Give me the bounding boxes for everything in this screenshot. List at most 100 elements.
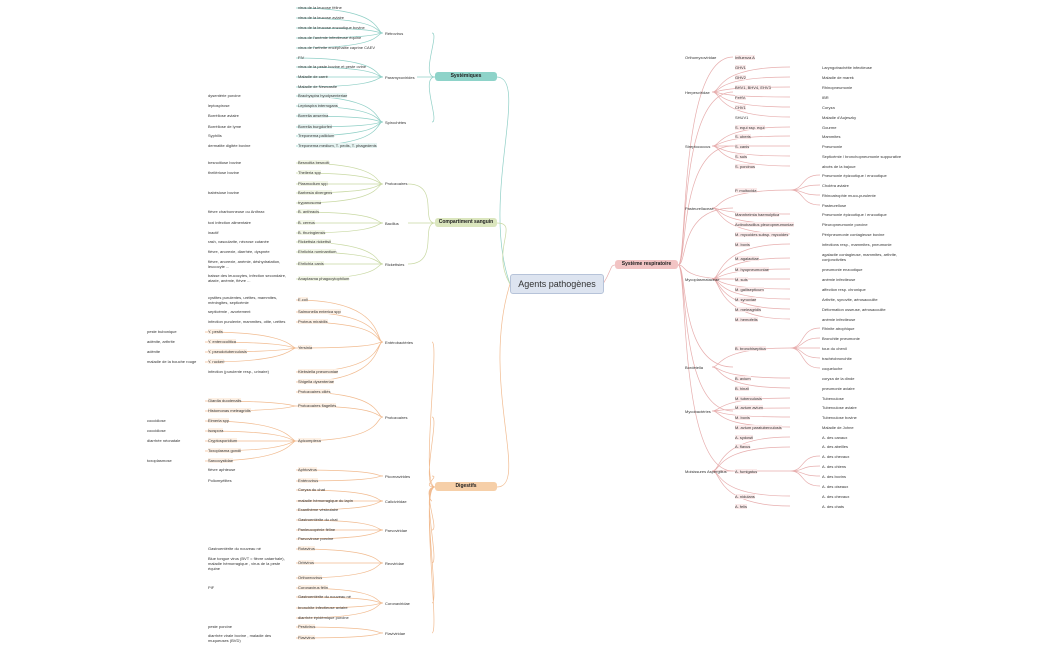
leaf-node[interactable]: Ehrlichia canis [298,261,324,266]
leaf-node[interactable]: M. meleagridis [735,307,762,312]
outcome-node[interactable]: Gastroentérite du nouveau né [208,546,261,551]
outcome-node[interactable]: pneumonie aviaire [822,386,855,391]
leaf-node[interactable]: Besnoitia besnoiti [298,160,330,165]
outcome-node[interactable]: dysentérie porcine [208,93,241,98]
leaf-node[interactable]: Mannheimia haemolytica [735,212,780,217]
leaf-node[interactable]: S. canis [735,144,750,149]
group-node[interactable]: Orthomyxoviridae [685,55,717,60]
leaf-node[interactable]: Eimeria spp [208,418,230,423]
group-node[interactable]: Caliciviridae [385,499,407,504]
leaf-node[interactable]: Maladie de Newcastle [298,84,338,89]
group-node[interactable]: Paramyxovirides [385,75,415,80]
outcome-node[interactable]: fièvre aphteuse [208,467,236,472]
outcome-node[interactable]: Pleuropneumonie porcine [822,222,868,227]
leaf-node[interactable]: Histomonas meleagridis [208,408,251,413]
outcome-node[interactable]: Maladie d'Aujeszky [822,115,857,120]
group-node[interactable]: Flaviviridae [385,631,406,636]
leaf-node[interactable]: SHUV1 [735,115,749,120]
outcome-node[interactable]: A. des oiseaux [822,484,849,489]
outcome-node[interactable]: Blue tongue virus (BVT = fièvre catarrha… [208,556,285,571]
outcome-node[interactable]: Péripneumonie contagieuse bovine [822,232,885,237]
outcome-node[interactable]: peste porcine [208,624,233,629]
leaf-node[interactable]: Protozoaires flagellés [298,403,337,408]
outcome-node[interactable]: adénite [147,349,161,354]
outcome-node[interactable]: Choléra aviaire [822,183,849,188]
leaf-node[interactable]: Apicomplexa [298,438,321,443]
outcome-node[interactable]: coccidiose [147,428,166,433]
group-node[interactable]: Reoviridae [385,561,405,566]
outcome-node[interactable]: Tuberculose [822,396,844,401]
leaf-node[interactable]: Gastroentérite du chat [298,517,338,522]
outcome-node[interactable]: infection (purulente resp., urinaire) [208,369,269,374]
outcome-node[interactable]: anémie infectieuse [822,277,856,282]
outcome-node[interactable]: infections resp., mammites, pneumonie [822,242,892,247]
leaf-node[interactable]: A. fumigatus [735,469,758,474]
leaf-node[interactable]: Salmonella enterica spp [298,309,341,314]
outcome-node[interactable]: Arthrite, synovite, aérosacculite [822,297,878,302]
leaf-node[interactable]: Gastroentérite du nouveau né [298,594,351,599]
group-node[interactable]: Moisissures Aspergillus [685,469,727,474]
leaf-node[interactable]: Flavivirus [298,635,315,640]
group-node[interactable]: Picornavirides [385,474,411,479]
leaf-node[interactable]: B. avium [735,376,751,381]
category-compartiment-sanguin[interactable]: Compartiment sanguin [435,218,497,227]
leaf-node[interactable]: virus de l'arthrite encéphalite caprine … [298,45,376,50]
outcome-node[interactable]: anémie infectieuse [822,317,856,322]
outcome-node[interactable]: Bronchite pneumonie [822,336,860,341]
leaf-node[interactable]: B. anthracis [298,209,320,214]
outcome-node[interactable]: fièvre, anorexie, anémie, déshydratation… [208,259,281,269]
leaf-node[interactable]: M. synoviae [735,297,757,302]
outcome-node[interactable]: babésiose bovine [208,190,240,195]
leaf-node[interactable]: A. sydowii [735,435,754,440]
group-node[interactable]: Protozoaires [385,181,408,186]
outcome-node[interactable]: fièvre, anorexie, diarrhée, dyspnée [208,249,270,254]
outcome-node[interactable]: Borréliose aviaire [208,113,239,118]
leaf-node[interactable]: Cryptosporidium [208,438,238,443]
outcome-node[interactable]: Pneumonie épizootique / enzootique [822,212,887,217]
outcome-node[interactable]: A. des chevaux [822,494,850,499]
outcome-node[interactable]: Mammites [822,134,841,139]
leaf-node[interactable]: Barbesia divergens [298,190,333,195]
leaf-node[interactable]: Orbivirus [298,560,315,565]
outcome-node[interactable]: besnoitiose bovine [208,160,242,165]
leaf-node[interactable]: Maladie de carré [298,74,328,79]
group-node[interactable]: Herpesviridae [685,90,710,95]
group-node[interactable]: Entérobactéries [385,340,414,345]
outcome-node[interactable]: A. des chiens [822,464,847,469]
outcome-node[interactable]: Maladie de Johne [822,425,854,430]
leaf-node[interactable]: M. agalactiae [735,256,759,261]
group-node[interactable]: Rickettsies [385,262,405,267]
leaf-node[interactable]: virus de la leucose aviaire [298,15,345,20]
outcome-node[interactable]: A. des chevaux [822,454,850,459]
leaf-node[interactable]: E.coli [298,297,308,302]
leaf-node[interactable]: CHV1 [735,105,746,110]
leaf-node[interactable]: Anaplasma phagocytophilum [298,276,350,281]
leaf-node[interactable]: Coryza du chat [298,487,325,492]
outcome-node[interactable]: fièvre charbonneuse ou Anthrax [208,209,265,214]
outcome-node[interactable]: Rhinite atrophique [822,326,855,331]
outcome-node[interactable]: Poliomyélites [208,478,232,483]
leaf-node[interactable]: Proteus mirabilis [298,319,328,324]
group-node[interactable]: Bacillus [385,221,399,226]
leaf-node[interactable]: M. mycoides subsp. mycoides [735,232,789,237]
leaf-node[interactable]: virus de l'anémie infectieuse équine [298,35,362,40]
outcome-node[interactable]: toxi infection alimentaire [208,220,251,225]
outcome-node[interactable]: dermatite digitée bovine [208,143,251,148]
leaf-node[interactable]: A. flavus [735,444,751,449]
leaf-node[interactable]: M. avium avium [735,405,764,410]
leaf-node[interactable]: bronchite infectieuse aviaire [298,605,348,610]
outcome-node[interactable]: leptospirose [208,103,230,108]
group-node[interactable]: Spirochètes [385,120,407,125]
leaf-node[interactable]: Entérovirus [298,478,319,483]
outcome-node[interactable]: Rhinoatrophie muco-purulente [822,193,876,198]
leaf-node[interactable]: Theileria spp [298,170,321,175]
outcome-node[interactable]: rash, vascularite, nécrose cutanée [208,239,269,244]
outcome-node[interactable]: coqueluche [822,366,843,371]
outcome-node[interactable]: IBR [822,95,829,100]
leaf-node[interactable]: Parvovirose porcine [298,536,334,541]
root-node[interactable]: Agents pathogènes [510,274,604,294]
outcome-node[interactable]: PIF [208,585,215,590]
leaf-node[interactable]: Y. pestis [208,329,223,334]
outcome-node[interactable]: agalactie contagieuse, mammites, arthrit… [822,252,898,262]
outcome-node[interactable]: maladie de la bouche rouge [147,359,197,364]
